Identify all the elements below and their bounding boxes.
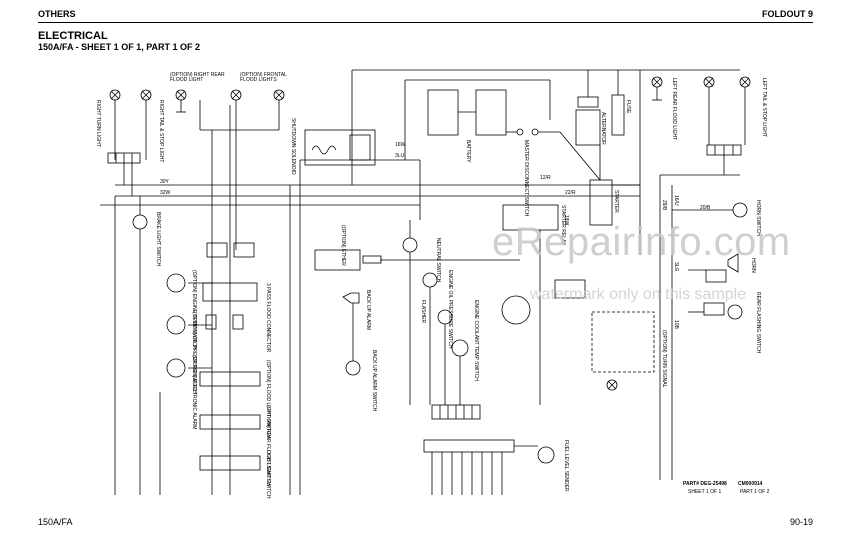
- page-title: ELECTRICAL: [38, 30, 108, 42]
- footer-page: 90-19: [789, 517, 813, 527]
- header-rule: [38, 22, 813, 23]
- wire-label: 22/R: [565, 190, 576, 196]
- engine-block: [501, 295, 531, 325]
- label-brake: BRAKE LIGHT SWITCH: [155, 212, 161, 267]
- watermark-subtext: watermark only on this sample: [530, 286, 747, 303]
- wire-label: 28/B: [661, 200, 667, 211]
- label-alarm: (OPTION) ELECTRONIC ALARM: [191, 355, 197, 430]
- part-number: PART# DEG-25498: [683, 481, 727, 487]
- label-light-switch: LIGHT SWITCH: [265, 450, 271, 486]
- label-backup-switch: BACK UP ALARM SWITCH: [371, 350, 377, 412]
- wire-label: 16/U: [673, 195, 679, 206]
- backup-switch: [345, 360, 361, 376]
- label-fuel-level: FUEL LEVEL SENDER: [563, 440, 569, 492]
- label-flood-connector: 3 PASS FLOOD CONNECTOR: [265, 283, 271, 353]
- sheet-number: SHEET 1 OF 1: [688, 489, 722, 495]
- label-battery: BATTERY: [465, 140, 471, 163]
- starter-relay: [502, 204, 559, 231]
- label-frontal-flood: (OPTION) FRONTAL FLOOD LIGHTS: [240, 72, 287, 83]
- label-flasher: FLASHER: [420, 300, 426, 324]
- label-neutral: NEUTRAL SWITCH: [435, 238, 441, 283]
- label-starter: STARTER: [613, 190, 619, 213]
- battery-2: [475, 89, 507, 136]
- backup-alarm: [342, 292, 360, 304]
- watermark: eRepairinfo.com: [492, 220, 791, 264]
- wire-label: 20/B: [700, 205, 711, 211]
- fuse-box: [577, 96, 599, 108]
- battery-1: [427, 89, 459, 136]
- horn-connector: [705, 269, 727, 283]
- oil-pressure-switch: [166, 315, 186, 335]
- wire-label: 30Y: [160, 179, 169, 185]
- part-of: PART 1 OF 2: [740, 489, 770, 495]
- alternator: [575, 109, 601, 146]
- label-left-tail: LEFT TAIL & STOP LIGHT: [761, 78, 767, 138]
- fuel-level-sender: [537, 446, 555, 464]
- label-right-turn-light: RIGHT TURN LIGHT: [95, 100, 101, 147]
- alarm: [166, 358, 186, 378]
- label-turn-signal: (OPTION) TURN SIGNAL: [661, 330, 667, 388]
- section-header: OTHERS: [38, 9, 76, 19]
- shutdown-solenoid: [304, 129, 376, 166]
- foldout-header: FOLDOUT 9: [762, 9, 813, 19]
- light-switch-box: [199, 455, 261, 471]
- flood-switch-box: [199, 371, 261, 387]
- brake-switch: [132, 214, 148, 230]
- label-rear-flood: (OPTION) RIGHT REAR FLOOD LIGHT: [170, 72, 225, 83]
- cm-number: CM000914: [738, 481, 763, 487]
- ether-relay: [314, 249, 361, 271]
- master-switch: [516, 128, 524, 136]
- page-subtitle: 150A/FA - SHEET 1 OF 1, PART 1 OF 2: [38, 42, 201, 52]
- turn-signal-box: [591, 311, 655, 373]
- footer-model: 150A/FA: [38, 517, 73, 527]
- label-left-flood: LEFT REAR FLOOD LIGHT: [671, 78, 677, 141]
- wire-label: 10B: [673, 320, 679, 329]
- label-master-switch: MASTER DISCONNECT SWITCH: [523, 140, 529, 217]
- label-alternator: ALTERNATOR: [600, 112, 606, 145]
- coolant-temp: [451, 339, 469, 357]
- terminal-strip-2: [423, 439, 515, 453]
- temp-sender: [166, 273, 186, 293]
- label-ether: (OPTION) ETHER: [340, 225, 346, 266]
- label-backup-alarm: BACK UP ALARM: [365, 290, 371, 331]
- label-coolant-temp: ENGINE COOLANT TEMP SWITCH: [473, 300, 479, 381]
- label-fuse: FUSE: [625, 100, 631, 114]
- horn-switch: [732, 202, 748, 218]
- wire-label: 12/R: [540, 175, 551, 181]
- label-rear-turn-switch: REAR FLASHING SWITCH: [755, 292, 761, 354]
- wire-label: 16W: [395, 142, 406, 148]
- rear-turn-switch: [727, 304, 743, 320]
- starter: [589, 179, 613, 226]
- wire-label: 32W: [160, 190, 171, 196]
- label-right-tail-stop: RIGHT TAIL & STOP LIGHT: [158, 100, 164, 163]
- rear-flood-switch-box: [199, 414, 261, 430]
- wire-label: 3LU: [395, 153, 405, 159]
- neutral-switch: [402, 237, 418, 253]
- label-solenoid: SHUTDOWN SOLENOID: [290, 118, 296, 175]
- horn: [727, 253, 739, 273]
- label-engine-pressure: ENGINE OIL PRESSURE SWITCH: [447, 270, 453, 349]
